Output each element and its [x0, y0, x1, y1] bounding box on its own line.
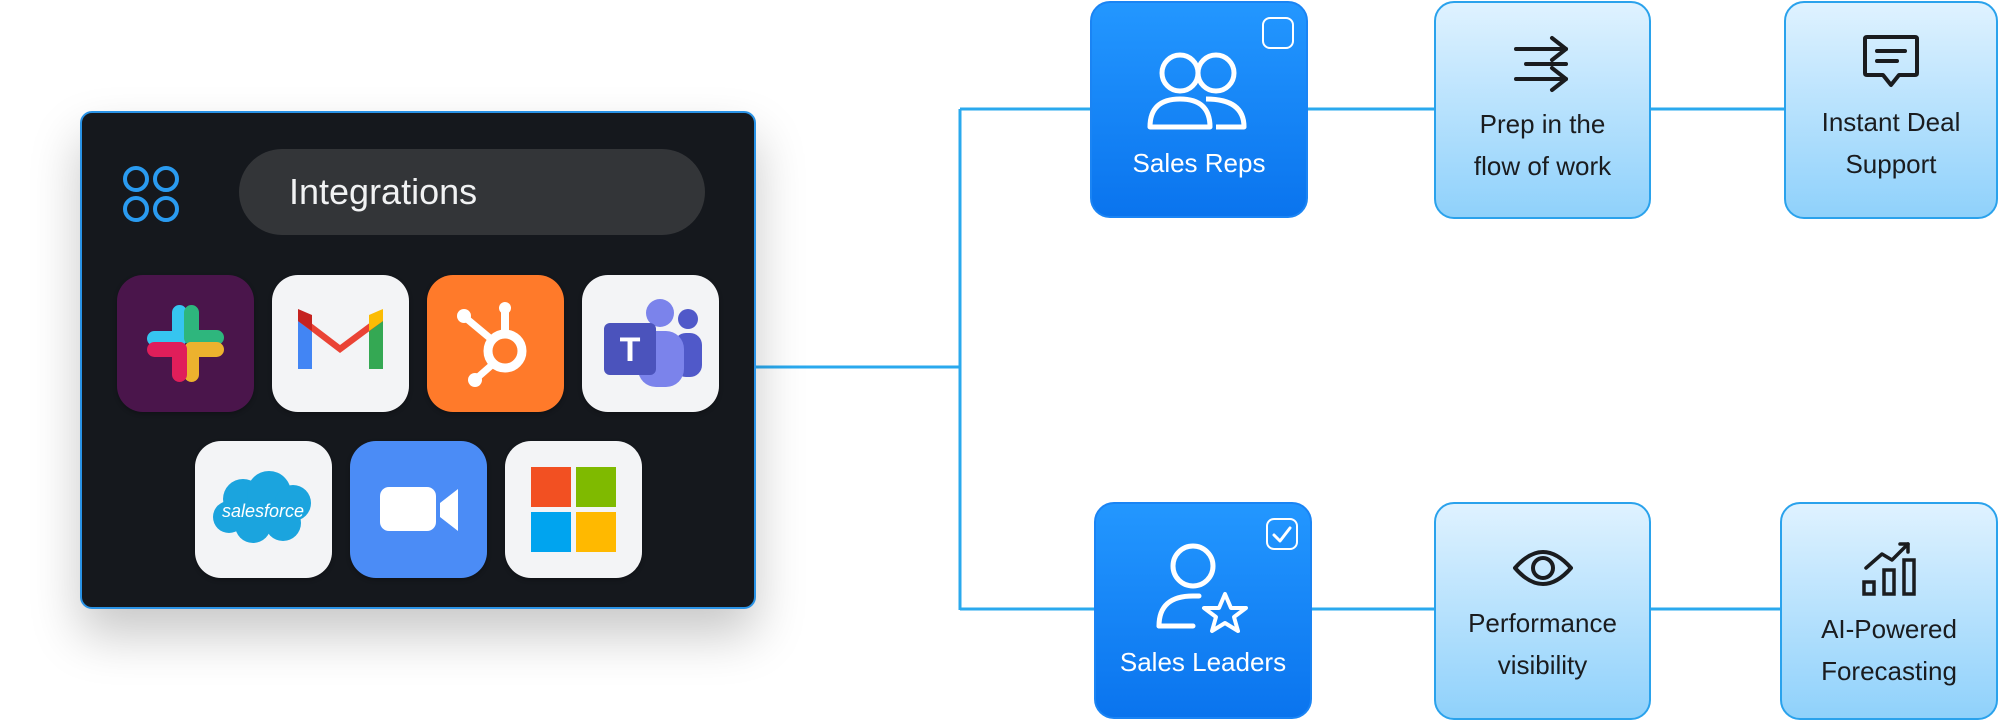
check-icon [1272, 526, 1292, 543]
role-node-sales-leaders[interactable]: Sales Leaders [1094, 502, 1312, 719]
zoom-tile[interactable] [350, 441, 487, 578]
feature-label-line: Prep in the [1479, 109, 1606, 139]
feature-node-forecasting[interactable]: AI-Powered Forecasting [1780, 502, 1998, 720]
feature-label: AI-Powered Forecasting [1821, 608, 1957, 692]
microsoft-icon [505, 441, 642, 578]
feature-node-performance[interactable]: Performance visibility [1434, 502, 1651, 720]
feature-label-line: Instant Deal [1821, 107, 1961, 137]
feature-label: Instant Deal Support [1822, 101, 1961, 185]
integrations-title[interactable]: Integrations [239, 149, 705, 235]
gmail-tile[interactable] [272, 275, 409, 412]
user-star-icon [1156, 543, 1248, 633]
role-label: Sales Reps [1132, 148, 1266, 178]
role-label: Sales Leaders [1119, 647, 1287, 677]
feature-label-line: visibility [1497, 650, 1588, 680]
feature-node-prep[interactable]: Prep in the flow of work [1434, 1, 1651, 219]
teams-icon: T [582, 275, 719, 412]
hubspot-tile[interactable] [427, 275, 564, 412]
feature-node-deal-support[interactable]: Instant Deal Support [1784, 1, 1998, 219]
eye-icon [1512, 550, 1573, 586]
zoom-icon [350, 441, 487, 578]
slack-tile[interactable] [117, 275, 254, 412]
microsoft-tile[interactable] [505, 441, 642, 578]
role-node-sales-reps[interactable]: Sales Reps [1090, 1, 1308, 218]
salesforce-icon: salesforce [195, 441, 332, 578]
salesforce-wordmark: salesforce [222, 501, 304, 521]
hubspot-icon [427, 275, 564, 412]
integrations-panel: Integrations [80, 111, 756, 609]
feature-label-line: flow of work [1473, 151, 1612, 181]
arrows-right-icon [1513, 36, 1568, 92]
slack-icon [117, 275, 254, 412]
bar-chart-icon [1862, 542, 1916, 596]
checkbox-checked[interactable] [1266, 518, 1298, 550]
salesforce-tile[interactable]: salesforce [195, 441, 332, 578]
checkbox-unchecked[interactable] [1262, 17, 1294, 49]
feature-label-line: Performance [1468, 608, 1617, 638]
feature-label: Prep in the flow of work [1474, 103, 1611, 187]
chat-icon [1863, 35, 1919, 87]
grid-icon [123, 166, 179, 222]
gmail-icon [272, 275, 409, 412]
teams-tile[interactable]: T [582, 275, 719, 412]
feature-label-line: AI-Powered [1821, 614, 1957, 644]
feature-label-line: Support [1845, 149, 1937, 179]
feature-label-line: Forecasting [1821, 656, 1957, 686]
feature-label: Performance visibility [1468, 602, 1617, 686]
svg-text:T: T [620, 331, 641, 369]
users-icon [1147, 52, 1247, 130]
